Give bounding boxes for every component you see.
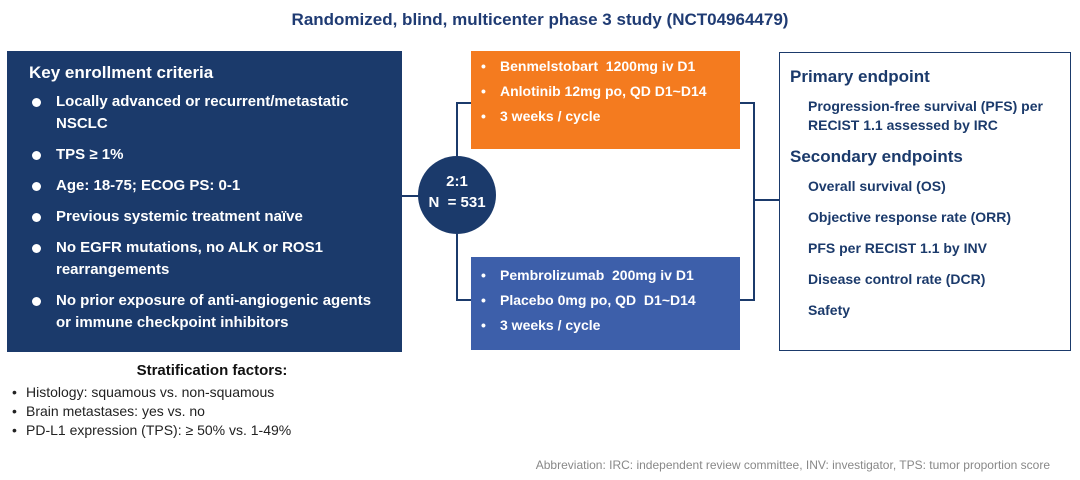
bullet-icon	[32, 151, 41, 160]
bullet-icon: •	[12, 403, 17, 419]
arm-text: Benmelstobart 1200mg iv D1	[500, 58, 696, 74]
bullet-icon: •	[12, 422, 17, 438]
stratification-text: Brain metastases: yes vs. no	[26, 403, 205, 419]
experimental-arm-box: • Benmelstobart 1200mg iv D1 • Anlotinib 1…	[471, 51, 740, 149]
bullet-icon: •	[481, 58, 486, 74]
criteria-item: Previous systemic treatment naïve	[29, 206, 384, 228]
arm-text: 3 weeks / cycle	[500, 108, 601, 124]
criteria-list: Locally advanced or recurrent/metastatic…	[29, 91, 384, 334]
stratification-item: • Histology: squamous vs. non-squamous	[12, 383, 412, 402]
randomization-ratio: 2:1	[446, 173, 468, 190]
criteria-item: Age: 18-75; ECOG PS: 0-1	[29, 175, 384, 197]
stratification-factors: Stratification factors: • Histology: squa…	[12, 362, 412, 440]
arm-item: • 3 weeks / cycle	[481, 107, 732, 126]
stratification-text: PD-L1 expression (TPS): ≥ 50% vs. 1-49%	[26, 422, 292, 438]
bullet-icon: •	[481, 108, 486, 124]
randomization-n: N = 531	[428, 194, 486, 211]
criteria-text: No prior exposure of anti-angiogenic age…	[56, 292, 372, 331]
primary-endpoint-heading: Primary endpoint	[790, 67, 930, 86]
stratification-item: • PD-L1 expression (TPS): ≥ 50% vs. 1-49%	[12, 421, 412, 440]
enrollment-criteria-box: Key enrollment criteria Locally advanced…	[7, 51, 402, 352]
arm-item: • Placebo 0mg po, QD D1~D14	[481, 291, 732, 310]
bullet-icon: •	[481, 317, 486, 333]
experimental-arm-list: • Benmelstobart 1200mg iv D1 • Anlotinib 1…	[481, 57, 732, 126]
arm-text: Anlotinib 12mg po, QD D1~D14	[500, 83, 707, 99]
connector-rand-to-experimental	[456, 102, 471, 156]
criteria-heading: Key enrollment criteria	[29, 63, 214, 82]
endpoint-item: PFS per RECIST 1.1 by INV	[808, 240, 987, 256]
criteria-text: Age: 18-75; ECOG PS: 0-1	[56, 177, 241, 194]
criteria-item: No EGFR mutations, no ALK or ROS1 rearra…	[29, 237, 384, 281]
secondary-endpoints-heading: Secondary endpoints	[790, 147, 963, 166]
endpoint-item: Disease control rate (DCR)	[808, 271, 986, 287]
bullet-icon: •	[12, 384, 17, 400]
criteria-text: Previous systemic treatment naïve	[56, 208, 303, 225]
criteria-item: TPS ≥ 1%	[29, 144, 384, 166]
criteria-item: No prior exposure of anti-angiogenic age…	[29, 290, 384, 334]
bullet-icon: •	[481, 292, 486, 308]
control-arm-list: • Pembrolizumab 200mg iv D1 • Placebo 0mg …	[481, 266, 732, 335]
endpoint-item: Safety	[808, 302, 851, 318]
study-title: Randomized, blind, multicenter phase 3 s…	[291, 10, 789, 29]
randomization-circle: 2:1 N = 531	[418, 156, 496, 234]
bullet-icon	[32, 297, 41, 306]
endpoint-item: Progression-free survival (PFS) per RECI…	[808, 98, 1043, 133]
bullet-icon: •	[481, 267, 486, 283]
endpoint-item: Overall survival (OS)	[808, 178, 946, 194]
bullet-icon	[32, 213, 41, 222]
arm-item: • Benmelstobart 1200mg iv D1	[481, 57, 732, 76]
connector-rand-to-control	[456, 234, 471, 301]
bullet-icon	[32, 182, 41, 191]
stratification-list: • Histology: squamous vs. non-squamous • B…	[12, 383, 412, 440]
abbreviation-footnote: Abbreviation: IRC: independent review co…	[535, 458, 1050, 472]
connector-arms-merge	[740, 102, 755, 301]
arm-text: 3 weeks / cycle	[500, 317, 601, 333]
secondary-endpoint-list: Overall survival (OS) Objective response…	[790, 177, 1062, 320]
criteria-text: Locally advanced or recurrent/metastatic…	[56, 93, 349, 132]
primary-endpoint-list: Progression-free survival (PFS) per RECI…	[790, 97, 1062, 135]
arm-item: • 3 weeks / cycle	[481, 316, 732, 335]
arm-item: • Anlotinib 12mg po, QD D1~D14	[481, 82, 732, 101]
bullet-icon	[32, 244, 41, 253]
endpoints-box: Primary endpoint Progression-free surviv…	[779, 52, 1071, 351]
stratification-heading: Stratification factors:	[136, 362, 288, 379]
stratification-item: • Brain metastases: yes vs. no	[12, 402, 412, 421]
bullet-icon: •	[481, 83, 486, 99]
criteria-text: No EGFR mutations, no ALK or ROS1 rearra…	[56, 239, 323, 278]
endpoint-item: Objective response rate (ORR)	[808, 209, 1012, 225]
criteria-text: TPS ≥ 1%	[56, 146, 124, 163]
control-arm-box: • Pembrolizumab 200mg iv D1 • Placebo 0mg …	[471, 257, 740, 350]
stratification-text: Histology: squamous vs. non-squamous	[26, 384, 275, 400]
criteria-item: Locally advanced or recurrent/metastatic…	[29, 91, 384, 135]
bullet-icon	[32, 98, 41, 107]
arm-text: Pembrolizumab 200mg iv D1	[500, 267, 694, 283]
arm-item: • Pembrolizumab 200mg iv D1	[481, 266, 732, 285]
arm-text: Placebo 0mg po, QD D1~D14	[500, 292, 696, 308]
